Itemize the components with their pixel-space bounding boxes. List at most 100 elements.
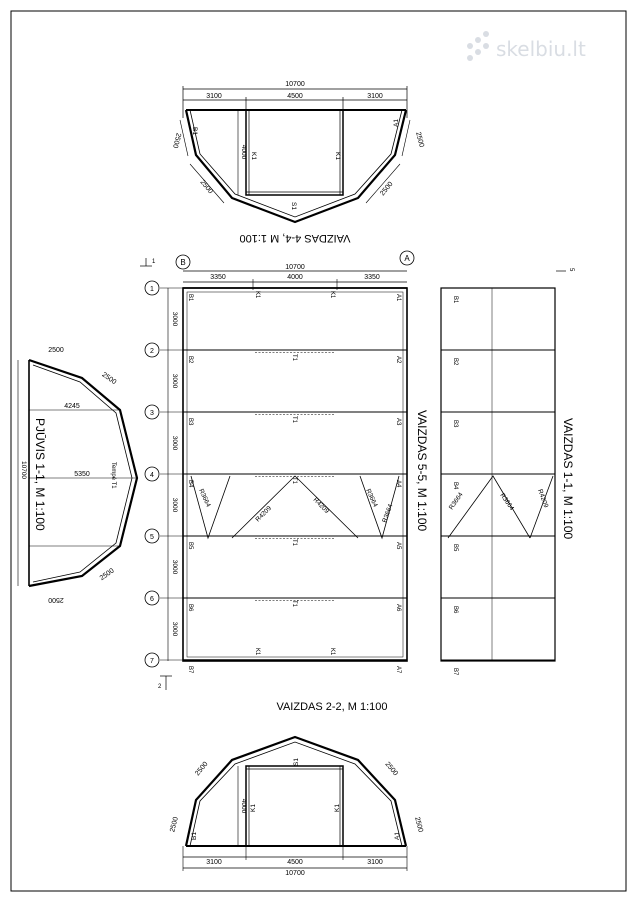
section-mark-2: 2	[158, 675, 172, 690]
plan-right-label: A6	[395, 604, 401, 612]
side2-dim-3: 2500	[413, 816, 424, 833]
dim2-seg-1: 3100	[206, 859, 222, 866]
brace-2	[231, 475, 359, 539]
radius-2: R4209	[254, 505, 273, 524]
section-mark-1: 1	[140, 258, 156, 267]
grid-axis-marker	[144, 466, 160, 482]
plan-t1-3: T1	[291, 416, 297, 424]
sheet-border	[10, 10, 627, 892]
bay-dim: 3000	[171, 374, 178, 389]
plan-right-label: A1	[395, 294, 401, 302]
section-width-2: 5350	[74, 471, 90, 478]
side-brace-1	[447, 475, 531, 539]
axis-b-marker	[175, 254, 191, 270]
plan-right-label: A7	[395, 666, 401, 674]
brace-3	[359, 475, 400, 540]
dim-seg-1: 3100	[206, 93, 222, 100]
side-label: B5	[452, 544, 458, 552]
grid-axis-label: 1	[150, 286, 154, 293]
plan-left-label: B2	[187, 356, 193, 364]
section-width-1: 4245	[64, 403, 80, 410]
radius-3: R4209	[312, 496, 331, 515]
side2-dim-4: 2500	[383, 761, 398, 778]
title-view-4-4: VAIZDAS 4-4, M 1:100	[239, 232, 350, 244]
plan-k1-top-left: K1	[254, 291, 260, 299]
plan-right-label: A4	[395, 480, 401, 488]
label2-a1: A1	[394, 832, 401, 840]
grid-axis-marker	[144, 590, 160, 606]
label-a1: A1	[393, 119, 400, 127]
plan-k1-bottom-left: K1	[254, 648, 260, 656]
title-view-5-5: VAIZDAS 5-5, M 1:100	[415, 410, 429, 531]
outline-inner-2	[189, 741, 403, 847]
title-section-1-1: PJŪVIS 1-1, M 1:100	[33, 418, 47, 531]
plan-left-label: B7	[187, 666, 193, 674]
label-k1-left: K1	[250, 152, 257, 160]
side-radius-2: R3664	[498, 492, 515, 512]
svg-text:1: 1	[152, 259, 156, 265]
title-view-1-1: VAIZDAS 1-1, M 1:100	[561, 418, 575, 539]
plan-right-label: A3	[395, 418, 401, 426]
grid-axis-marker	[144, 528, 160, 544]
grid-axis-label: 5	[150, 534, 154, 541]
dim2-seg-3: 3100	[367, 859, 383, 866]
plan-dim-seg-1: 3350	[210, 274, 226, 281]
grid-axis-marker	[144, 652, 160, 668]
side-radius-1: R3664	[448, 491, 465, 511]
plan-right-label: A5	[395, 542, 401, 550]
side-label: B7	[452, 668, 458, 676]
plan-dim-seg-2: 4000	[287, 274, 303, 281]
svg-text:5: 5	[568, 268, 574, 272]
radius-5: R3664	[381, 503, 394, 524]
plan-left-label: B5	[187, 542, 193, 550]
label2-k1-left: K1	[250, 804, 257, 812]
side-label: B1	[452, 296, 458, 304]
axis-b-label: B	[180, 258, 185, 267]
label2-k1-right: K1	[334, 804, 341, 812]
svg-text:2: 2	[158, 684, 162, 690]
dim-seg-3: 3100	[367, 93, 383, 100]
title-view-2-2: VAIZDAS 2-2, M 1:100	[276, 701, 387, 713]
plan-left-label: B6	[187, 604, 193, 612]
plan-t1-4: T1	[291, 477, 297, 485]
label-k1-right: K1	[334, 152, 341, 160]
plan-right-label: A2	[395, 356, 401, 364]
plan-left-label: B1	[187, 294, 193, 302]
section-1-1: 10700 4245 5350 2500 2500 2500 2500 Temp…	[17, 347, 139, 603]
side-dim-3: 2500	[414, 131, 425, 148]
dim2-overall: 10700	[285, 870, 305, 877]
side-label: B6	[452, 606, 458, 614]
bay-dim: 3000	[171, 560, 178, 575]
side-dim-2: 2500	[198, 179, 213, 196]
label2-s1: S1	[293, 758, 300, 766]
section-side-3: 2500	[99, 567, 116, 582]
section-dim-overall: 10700	[20, 461, 27, 479]
plan-t1-6: T1	[291, 600, 297, 608]
side-label: B2	[452, 358, 458, 366]
section-side-1: 2500	[48, 347, 64, 354]
height-dim: 4000	[240, 145, 247, 160]
brace-1	[190, 475, 231, 540]
side2-dim-1: 2500	[169, 816, 180, 833]
bay-dim: 3000	[171, 436, 178, 451]
section-side-2: 2500	[100, 371, 117, 386]
watermark: skelbiu.lt	[467, 31, 586, 61]
grid-axis-label: 4	[150, 472, 154, 479]
view-4-4: 10700 3100 4500 3100 2500 2500 2500 2500…	[171, 81, 425, 244]
radius-4: R3664	[364, 488, 379, 509]
label-s1: S1	[290, 202, 297, 210]
grid-axis-marker	[144, 280, 160, 296]
side-brace-2	[529, 475, 554, 539]
bay-dim: 3000	[171, 312, 178, 327]
plan-left-label: B3	[187, 418, 193, 426]
bay-dim: 3000	[171, 498, 178, 513]
plan-k1-bottom-right: K1	[329, 648, 335, 656]
bay-dim: 3000	[171, 622, 178, 637]
grid-axis-label: 6	[150, 596, 154, 603]
side-dim-4: 2500	[379, 181, 394, 198]
